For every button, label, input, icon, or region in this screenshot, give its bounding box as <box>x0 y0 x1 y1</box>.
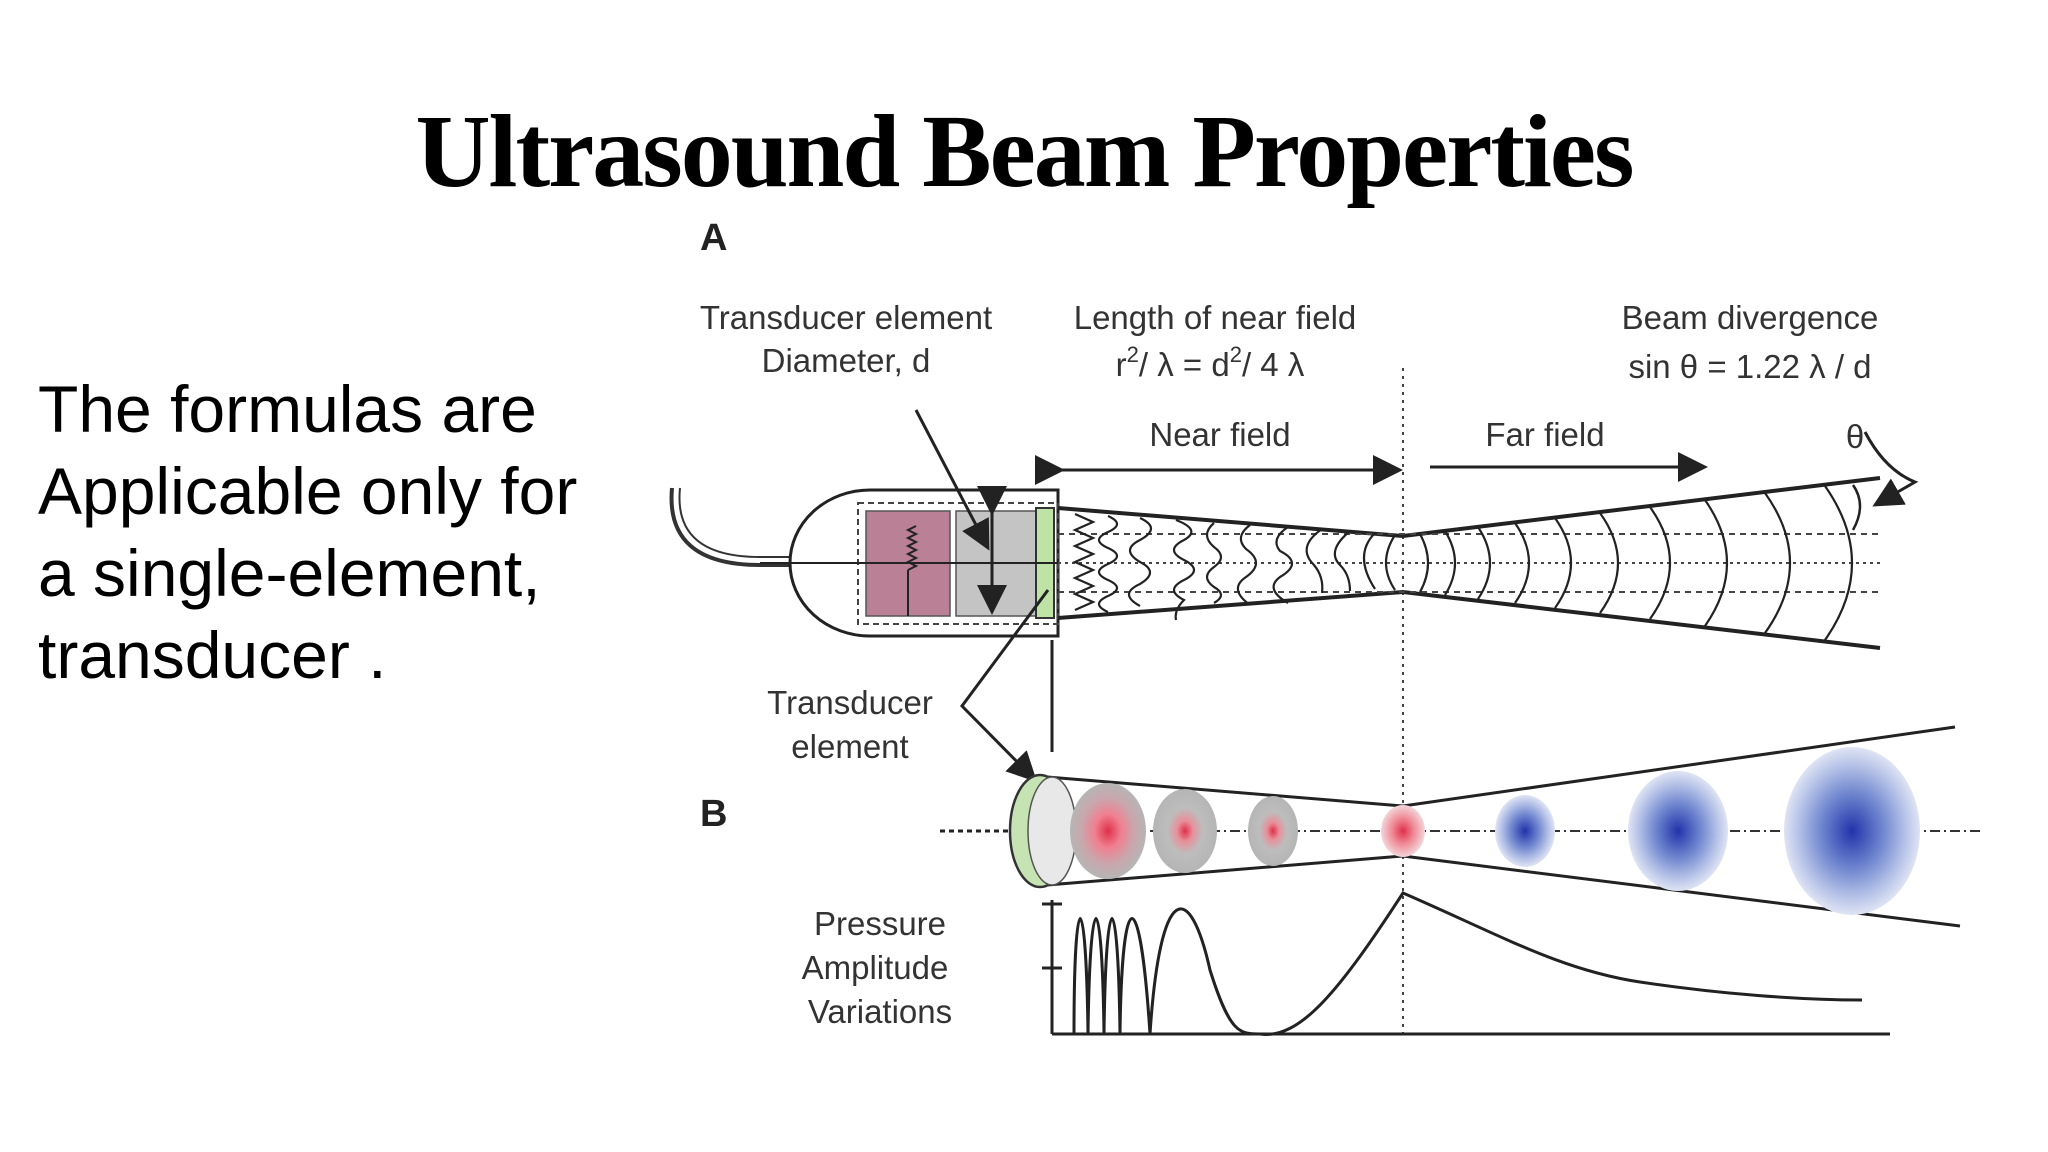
body-line: transducer . <box>38 618 387 692</box>
diameter-label: Diameter, d <box>762 342 931 379</box>
element-label: Transducer <box>767 684 933 721</box>
far-field-wavefronts <box>1419 485 1854 641</box>
theta-label: θ <box>1846 418 1864 455</box>
far-field-label: Far field <box>1485 416 1604 453</box>
theta-arc <box>1851 484 1862 531</box>
near-field-length-label: Length of near field <box>1074 299 1357 336</box>
pressure-curve <box>1072 891 1863 1036</box>
near-field-wavefronts <box>1072 512 1396 621</box>
beam-spot <box>1628 771 1728 891</box>
beam-divergence-formula: sin θ = 1.22 λ / d <box>1628 348 1871 385</box>
beam-spot <box>1248 796 1298 866</box>
beam-divergence-label: Beam divergence <box>1622 299 1879 336</box>
beam-edge-top <box>1057 476 1881 539</box>
body-text: The formulas are Applicable only for a s… <box>38 368 658 696</box>
element-label-2: element <box>791 728 908 765</box>
transducer-cable <box>669 487 790 567</box>
divergence-arrow <box>1863 431 1919 507</box>
beam-spot <box>1784 747 1920 915</box>
transducer-element-label: Transducer element <box>700 299 992 336</box>
body-line: a single-element, <box>38 536 541 610</box>
body-line: Applicable only for <box>38 454 578 528</box>
beam-spot <box>1153 789 1217 873</box>
beam-spot <box>1381 805 1425 857</box>
beam-spot <box>1070 783 1146 879</box>
beam-spot <box>1495 795 1555 867</box>
amplitude-label: Amplitude <box>802 949 949 986</box>
panel-a-label: A <box>700 217 727 259</box>
body-line: The formulas are <box>38 372 537 446</box>
pressure-label: Pressure <box>814 905 946 942</box>
slide-title: Ultrasound Beam Properties <box>415 94 1634 209</box>
near-field-formula: r2/ λ = d2/ 4 λ <box>1116 342 1305 383</box>
beam-edge-bottom <box>1057 589 1881 650</box>
near-field-label: Near field <box>1149 416 1290 453</box>
variations-label: Variations <box>808 993 952 1030</box>
panel-b-label: B <box>700 793 727 835</box>
